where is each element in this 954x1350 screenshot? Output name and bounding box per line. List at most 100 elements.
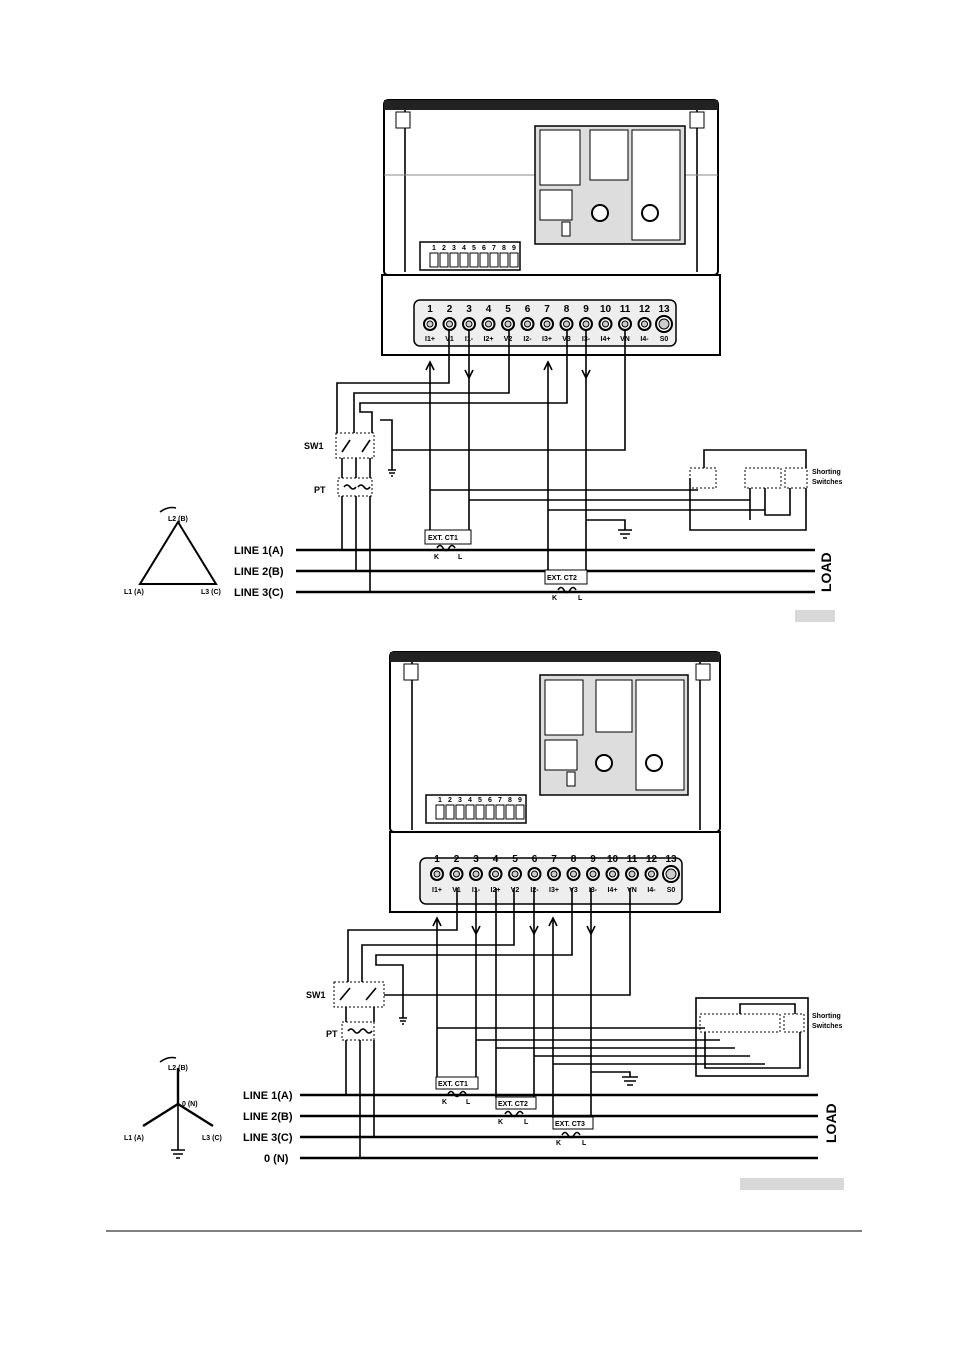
terminal-screw-inner: [648, 870, 655, 878]
terminal-number: 1: [434, 854, 440, 865]
aux-terminal-number: 2: [442, 245, 446, 252]
ct2-k: K: [552, 595, 557, 602]
terminal-screw-inner: [511, 870, 519, 878]
terminal-screw-inner: [433, 870, 441, 878]
terminal-screw-inner: [524, 320, 531, 328]
load-label-2: LOAD: [823, 1103, 839, 1143]
shorting-label-2: Switches: [812, 479, 842, 486]
terminal-number: 3: [473, 854, 479, 865]
terminal-screw-inner: [621, 320, 629, 328]
aux-terminal: [515, 804, 525, 820]
terminal-screw-inner: [658, 318, 670, 330]
terminal-number: 2: [447, 304, 453, 315]
pt-label-2: PT: [326, 1029, 338, 1039]
aux-terminal: [439, 252, 449, 268]
terminal-screw-inner: [582, 320, 590, 328]
terminal-screw-inner: [504, 320, 512, 328]
ct1-k-2: K: [442, 1099, 447, 1106]
terminal-number: 8: [571, 854, 577, 865]
terminal-number: 1: [427, 304, 433, 315]
aux-terminal: [445, 804, 455, 820]
terminal-number: 12: [639, 304, 651, 315]
terminal-screw-inner: [446, 320, 453, 328]
terminal-screw-inner: [563, 320, 570, 328]
wye-neutral: 0 (N): [182, 1101, 198, 1108]
terminal-number: 5: [512, 854, 518, 865]
terminal-screw-inner: [465, 320, 473, 328]
aux-terminal: [489, 252, 499, 268]
terminal-screw-inner: [485, 320, 492, 328]
pt-label: PT: [314, 485, 326, 495]
aux-terminal: [459, 252, 469, 268]
terminal-label: I1+: [425, 336, 435, 343]
aux-terminal: [479, 252, 489, 268]
ct2-l-2: L: [524, 1119, 529, 1126]
delta-vertex-left: L1 (A): [124, 589, 144, 596]
terminal-label: I4+: [601, 336, 611, 343]
terminal-screw-inner: [543, 320, 551, 328]
line-2-label-2: LINE 2(B): [243, 1111, 293, 1123]
terminal-number: 10: [607, 854, 619, 865]
ct1-label: EXT. CT1: [428, 535, 458, 542]
aux-terminal-number: 1: [438, 797, 442, 804]
ct3-label-2: EXT. CT3: [555, 1121, 585, 1128]
aux-terminal: [469, 252, 479, 268]
terminal-number: 6: [525, 304, 531, 315]
terminal-number: 2: [454, 854, 460, 865]
terminal-screw-inner: [628, 870, 636, 878]
aux-terminal: [475, 804, 485, 820]
line-conductors-2: LINE 1(A) LINE 2(B) LINE 3(C) 0 (N) LOAD: [243, 1090, 839, 1165]
terminal-label: I2-: [530, 887, 539, 894]
aux-terminal: [509, 252, 519, 268]
terminal-number: 4: [486, 304, 492, 315]
line-2-label: LINE 2(B): [234, 566, 284, 578]
aux-terminal-number: 4: [468, 797, 472, 804]
aux-terminal-number: 3: [458, 797, 462, 804]
ct3-l-2: L: [582, 1140, 587, 1147]
ct2-l: L: [578, 595, 583, 602]
shorting-switches-1: Shorting Switches: [689, 449, 842, 531]
wye-vertex-right: L3 (C): [202, 1135, 222, 1142]
ct-wiring-1: EXT. CT1 K L EXT. CT2 K L: [424, 330, 765, 602]
wye-vertex-top: L2 (B): [168, 1065, 188, 1072]
ct1-label-2: EXT. CT1: [438, 1081, 468, 1088]
terminal-number: 13: [658, 304, 670, 315]
terminal-label: I3+: [549, 887, 559, 894]
switch-and-pt-2: SW1 PT: [306, 888, 631, 1158]
switch-and-pt-1: SW1 PT: [304, 330, 626, 592]
line-conductors-1: LINE 1(A) LINE 2(B) LINE 3(C) LOAD: [234, 545, 834, 599]
shorting-switches-2: Shorting Switches: [695, 997, 842, 1077]
terminal-label: VN: [627, 887, 637, 894]
neutral-label-2: 0 (N): [264, 1153, 289, 1165]
sw1-label: SW1: [304, 441, 324, 451]
aux-terminal: [495, 804, 505, 820]
ct2-label: EXT. CT2: [547, 575, 577, 582]
terminal-label: I4+: [608, 887, 618, 894]
aux-terminal: [429, 252, 439, 268]
ct-wiring-2: EXT. CT1 K L EXT. CT2 K L EXT. CT3 K L: [432, 888, 765, 1147]
aux-terminal: [499, 252, 509, 268]
aux-terminal-number: 9: [518, 797, 522, 804]
terminal-screw-inner: [641, 320, 648, 328]
aux-terminal-number: 8: [502, 245, 506, 252]
terminal-label: I2+: [484, 336, 494, 343]
terminal-number: 9: [583, 304, 589, 315]
delta-vertex-right: L3 (C): [201, 589, 221, 596]
terminal-label: I3-: [589, 887, 598, 894]
aux-terminal-number: 4: [462, 245, 466, 252]
aux-terminal-number: 1: [432, 245, 436, 252]
aux-terminal-number: 8: [508, 797, 512, 804]
terminal-number: 5: [505, 304, 511, 315]
aux-terminal-number: 5: [472, 245, 476, 252]
terminal-label: I4-: [640, 336, 649, 343]
terminal-label: I4-: [647, 887, 656, 894]
terminal-number: 11: [620, 304, 631, 315]
aux-terminal: [505, 804, 515, 820]
terminal-label: I2-: [523, 336, 532, 343]
wye-symbol: L2 (B) 0 (N) L1 (A) L3 (C): [124, 1056, 222, 1159]
delta-vertex-top: L2 (B): [168, 516, 188, 523]
ct2-label-2: EXT. CT2: [498, 1101, 528, 1108]
terminal-screw-inner: [602, 320, 609, 328]
